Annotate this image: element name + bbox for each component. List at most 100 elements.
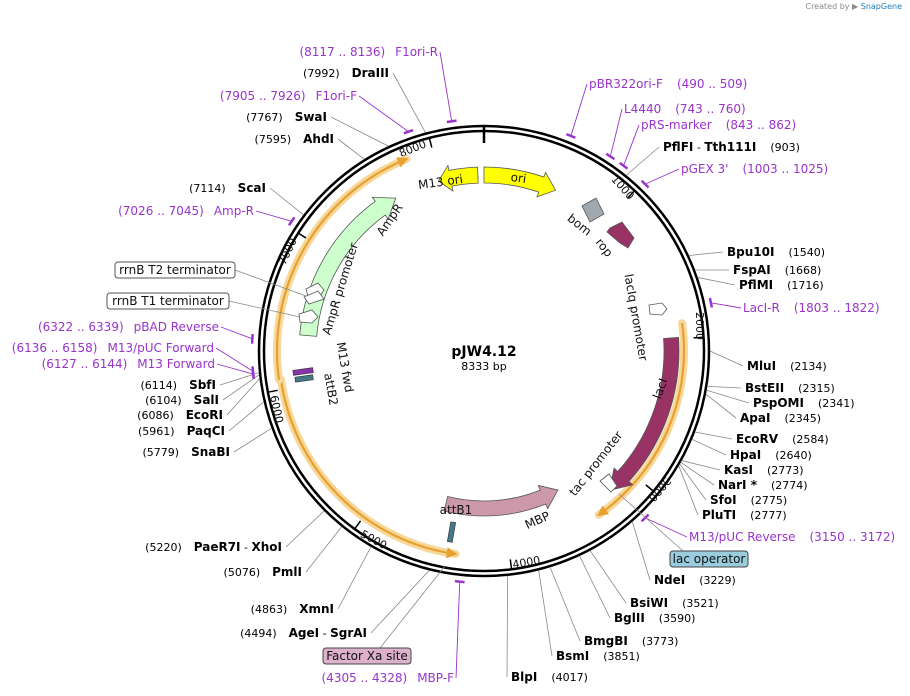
site-ecorv[interactable]: EcoRV(2584) bbox=[694, 431, 829, 446]
lac-operator-box-frame bbox=[669, 550, 749, 568]
ampr-orf-line bbox=[275, 157, 409, 380]
rrnb-t2-terminator-box[interactable]: rrnB T2 terminator bbox=[114, 261, 307, 297]
primer-label: pRS-marker(843 .. 862) bbox=[641, 118, 796, 132]
primer-pbr322orif[interactable]: pBR322ori-F(490 .. 509) bbox=[565, 77, 747, 139]
site-nari[interactable]: NarI *(2774) bbox=[680, 461, 808, 492]
site-ndei[interactable]: NdeI(3229) bbox=[631, 521, 736, 587]
site-snabi[interactable]: (5779)SnaBI bbox=[143, 427, 272, 459]
site-label: PflMI(1716) bbox=[739, 278, 824, 292]
primer-pgex3[interactable]: pGEX 3'(1003 .. 1025) bbox=[640, 162, 829, 189]
factor-xa-site-box[interactable]: Factor Xa site bbox=[322, 565, 446, 665]
site-pflmi[interactable]: PflMI(1716) bbox=[697, 277, 824, 292]
rrnb-t2-terminator-box-label: rrnB T2 terminator bbox=[119, 263, 231, 277]
site-agei[interactable]: (4494)AgeI - SgrAI bbox=[240, 570, 430, 640]
bom-box[interactable] bbox=[581, 197, 605, 223]
site-label: FspAI(1668) bbox=[733, 263, 821, 277]
attb2-label: attB2 bbox=[321, 372, 340, 407]
site-label: (5961)PaqCI bbox=[138, 424, 225, 438]
site-paer7i[interactable]: (5220)PaeR7I - XhoI bbox=[145, 510, 325, 554]
tick-label-1000: 1000 bbox=[608, 173, 636, 203]
primer-pbadreverse[interactable]: (6322 .. 6339)pBAD Reverse bbox=[38, 320, 254, 344]
primer-f1orir[interactable]: (8117 .. 8136)F1ori-R bbox=[299, 45, 457, 124]
site-leader bbox=[337, 546, 372, 610]
site-sali[interactable]: (6104)SalI bbox=[145, 374, 260, 407]
site-hpai[interactable]: HpaI(2640) bbox=[691, 438, 812, 462]
primer-ampr[interactable]: (7026 .. 7045)Amp-R bbox=[118, 204, 296, 227]
rrnb-t1-marker[interactable] bbox=[298, 309, 319, 324]
ori-arrow[interactable] bbox=[483, 166, 557, 198]
primer-binding-mark bbox=[618, 161, 629, 170]
primer-l4440[interactable]: L4440(743 .. 760) bbox=[605, 102, 746, 161]
site-xmni[interactable]: (4863)XmnI bbox=[251, 546, 372, 616]
primer-mbpf[interactable]: (4305 .. 4328)MBP-F bbox=[322, 579, 465, 685]
site-ahdi[interactable]: (7595)AhdI bbox=[255, 132, 365, 160]
m13-fwd-marker[interactable] bbox=[292, 367, 314, 376]
site-pluti[interactable]: PluTI(2777) bbox=[678, 465, 787, 522]
site-draiii[interactable]: (7992)DraIII bbox=[303, 66, 426, 133]
site-blpi[interactable]: BlpI(4017) bbox=[506, 575, 588, 684]
site-pspomi[interactable]: PspOMI(2341) bbox=[706, 389, 855, 410]
primer-leader bbox=[455, 581, 461, 679]
site-paqci[interactable]: (5961)PaqCI bbox=[138, 401, 265, 438]
site-bsmi[interactable]: BsmI(3851) bbox=[538, 570, 640, 663]
site-leader bbox=[337, 138, 365, 160]
site-pmli[interactable]: (5076)PmlI bbox=[224, 526, 343, 579]
primer-label: (6322 .. 6339)pBAD Reverse bbox=[38, 320, 219, 334]
ampr-orf bbox=[273, 155, 411, 384]
primer-m13forward[interactable]: (6127 .. 6144)M13 Forward bbox=[42, 357, 255, 379]
site-leader bbox=[706, 389, 750, 404]
site-sbfi[interactable]: (6114)SbfI bbox=[141, 372, 260, 392]
site-bpu10i[interactable]: Bpu10I(1540) bbox=[688, 245, 825, 259]
primer-m13pucreverse[interactable]: M13/pUC Reverse(3150 .. 3172) bbox=[640, 513, 896, 544]
tac-promoter-arrow[interactable] bbox=[599, 473, 618, 493]
site-label: (7114)ScaI bbox=[189, 181, 266, 195]
site-fspai[interactable]: FspAI(1668) bbox=[694, 263, 821, 277]
primer-leader bbox=[216, 363, 254, 375]
rop-label: rop bbox=[593, 235, 616, 259]
site-kasi[interactable]: KasI(2773) bbox=[681, 460, 804, 477]
plasmid-name: pJW4.12 bbox=[451, 344, 516, 360]
site-leader bbox=[549, 566, 581, 642]
rrnb-t1-terminator-box[interactable]: rrnB T1 terminator bbox=[106, 292, 301, 318]
site-label: ApaI(2345) bbox=[740, 411, 821, 425]
site-leader bbox=[228, 401, 265, 432]
site-apai[interactable]: ApaI(2345) bbox=[705, 393, 821, 425]
site-swai[interactable]: (7767)SwaI bbox=[246, 110, 389, 147]
lac-operator-box[interactable]: lac operator bbox=[618, 493, 749, 568]
laciq-promoter-arrow[interactable] bbox=[648, 302, 668, 316]
site-leader bbox=[631, 521, 651, 581]
site-mlui[interactable]: MluI(2134) bbox=[709, 350, 827, 373]
primer-label: M13/pUC Reverse(3150 .. 3172) bbox=[689, 530, 895, 544]
site-sfoi[interactable]: SfoI(2775) bbox=[679, 463, 787, 507]
mbp-arrow[interactable] bbox=[443, 484, 559, 517]
attb2-marker[interactable] bbox=[294, 374, 314, 383]
rop-arrow[interactable] bbox=[606, 221, 635, 249]
m13-ori-arrow[interactable] bbox=[437, 164, 479, 192]
site-ecori[interactable]: (6086)EcoRI bbox=[137, 378, 260, 422]
attb1-marker[interactable] bbox=[446, 521, 457, 543]
site-bsiwi[interactable]: BsiWI(3521) bbox=[589, 550, 719, 610]
snapgene-logo-icon: ▶ bbox=[852, 2, 859, 11]
site-bglii[interactable]: BglII(3590) bbox=[579, 555, 696, 625]
primer-leader bbox=[623, 124, 640, 166]
site-label: (7767)SwaI bbox=[246, 110, 327, 124]
site-scai[interactable]: (7114)ScaI bbox=[189, 181, 304, 216]
tick-mark-1 bbox=[627, 190, 636, 199]
site-bsteii[interactable]: BstEII(2315) bbox=[707, 381, 835, 395]
primer-m13pucforward[interactable]: (6136 .. 6158)M13/pUC Forward bbox=[12, 341, 255, 377]
rrnb-t1-terminator-box-frame bbox=[106, 292, 230, 310]
factor-xa-site-box-frame bbox=[322, 647, 412, 665]
primer-prsmarker[interactable]: pRS-marker(843 .. 862) bbox=[618, 118, 796, 170]
tick-label-2000: 2000 bbox=[693, 312, 706, 340]
site-bmgbi[interactable]: BmgBI(3773) bbox=[549, 566, 678, 648]
restriction-sites: PflFI - Tth111I(903) Bpu10I(1540) FspAI(16… bbox=[137, 66, 854, 684]
rrnb-t2-marker[interactable] bbox=[303, 290, 325, 305]
site-leader bbox=[688, 251, 724, 256]
primer-lacir[interactable]: LacI-R(1803 .. 1822) bbox=[708, 297, 880, 315]
site-label: (5220)PaeR7I - XhoI bbox=[145, 540, 282, 554]
site-pflfi[interactable]: PflFI - Tth111I(903) bbox=[625, 140, 800, 176]
site-label: (4863)XmnI bbox=[251, 602, 334, 616]
primer-f1orif[interactable]: (7905 .. 7926)F1ori-F bbox=[220, 89, 414, 135]
